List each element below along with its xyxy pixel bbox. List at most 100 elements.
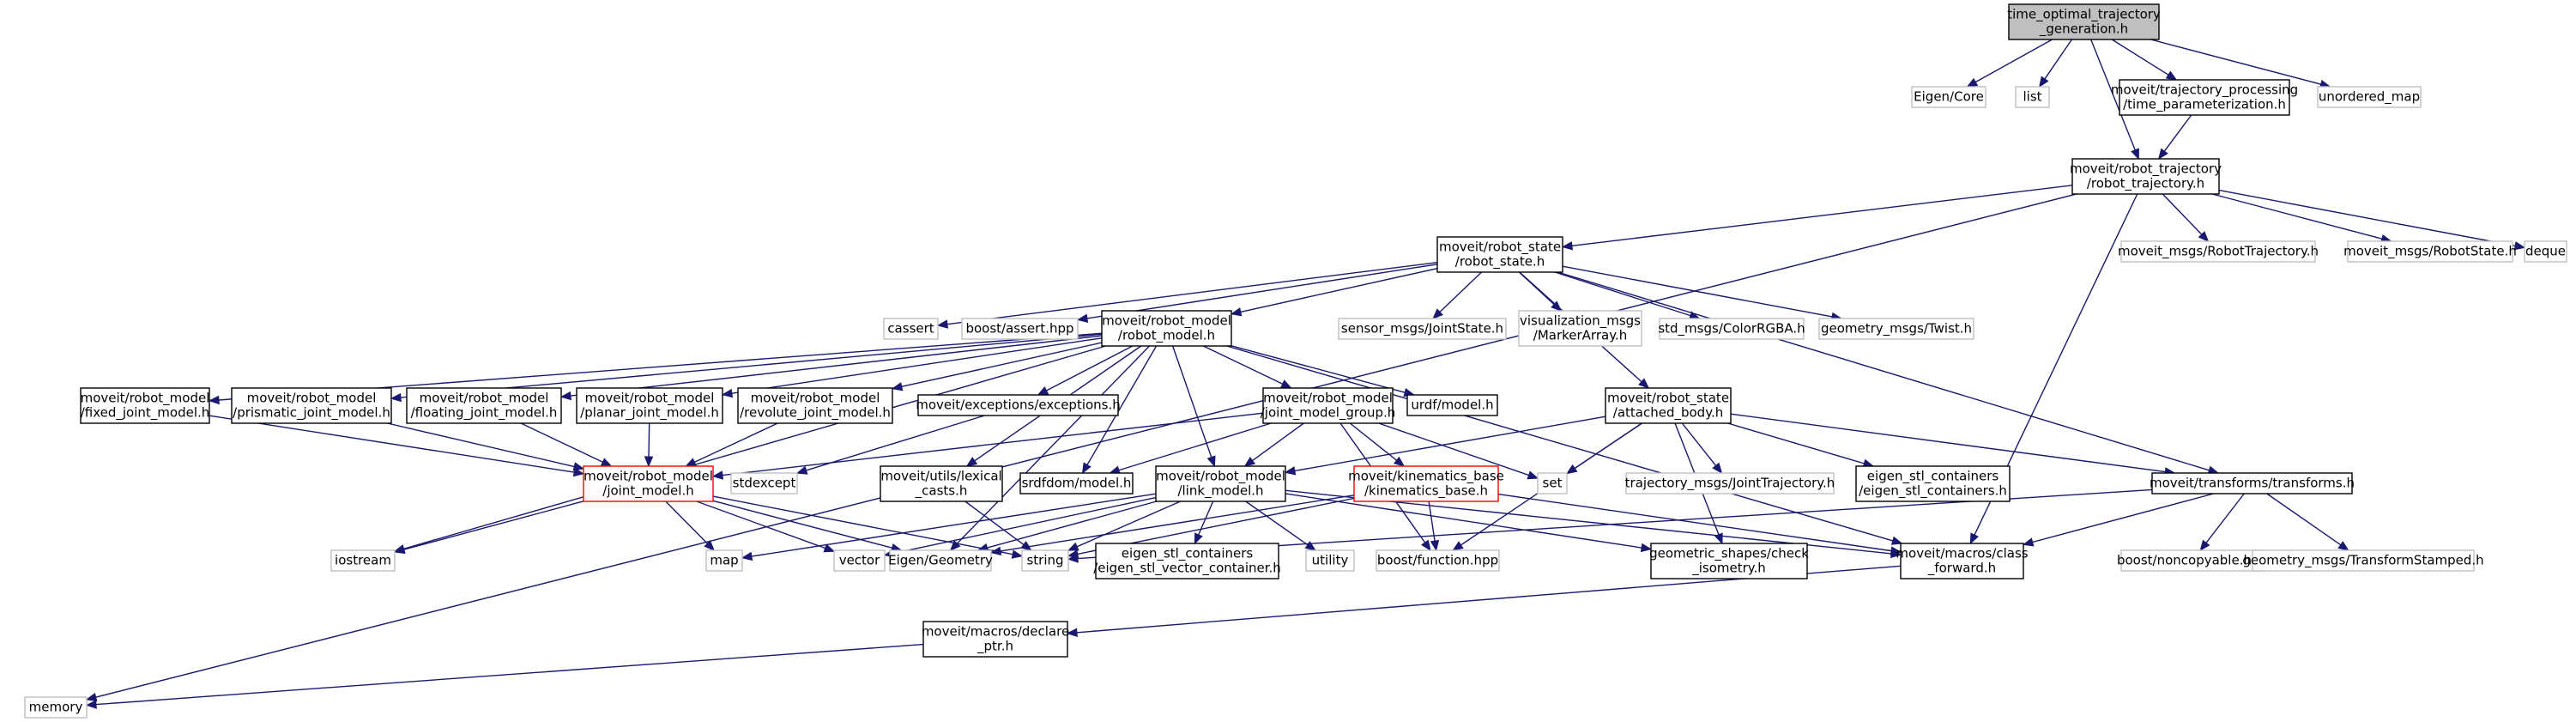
node-label: cassert xyxy=(887,321,934,337)
edge-line xyxy=(2218,189,2516,247)
arrow-head xyxy=(1452,541,1464,551)
arrow-head xyxy=(1432,308,1443,319)
node-box xyxy=(1338,318,1507,340)
node-lexical_casts[interactable]: moveit/utils/lexical_casts.h xyxy=(880,465,1003,502)
arrow-head xyxy=(795,465,808,475)
edge-joint_model-to-eigen_geometry xyxy=(712,500,903,553)
node-robot_state[interactable]: moveit/robot_state/robot_state.h xyxy=(1436,236,1563,273)
node-label: /time_parameterization.h xyxy=(2123,97,2286,113)
arrow-head xyxy=(1076,313,1089,323)
edge-line xyxy=(1240,267,1438,313)
node-label: map xyxy=(710,553,738,568)
node-box xyxy=(1625,472,1835,494)
arrow-head xyxy=(1966,77,1979,88)
edge-declare_ptr-to-memory xyxy=(85,643,924,709)
node-box xyxy=(2008,3,2160,40)
node-root[interactable]: time_optimal_trajectory_generation.h xyxy=(2007,3,2161,40)
edge-line xyxy=(1439,271,1483,312)
node-eigen_stl_containers[interactable]: eigen_stl_containers/eigen_stl_container… xyxy=(1855,465,2011,502)
edge-link_model-to-utility xyxy=(1245,501,1316,551)
node-label: vector xyxy=(839,553,880,568)
edge-time_param-to-robot_traj xyxy=(2157,114,2192,161)
node-eigen_stl_vector[interactable]: eigen_stl_containers/eigen_stl_vector_co… xyxy=(1093,543,1281,579)
arrow-head xyxy=(1393,456,1406,467)
node-attached_body[interactable]: moveit/robot_state/attached_body.h xyxy=(1605,387,1732,424)
node-label: iostream xyxy=(335,553,391,568)
edge-line xyxy=(1285,493,1642,549)
edge-transforms-to-boost_noncopyable xyxy=(2199,493,2245,552)
node-label: moveit/robot_model xyxy=(247,391,377,407)
node-box xyxy=(1650,543,1808,579)
node-sensor_joint: sensor_msgs/JointState.h xyxy=(1338,318,1507,340)
edge-line xyxy=(2150,39,2321,85)
node-joint_model_group[interactable]: moveit/robot_model/joint_model_group.h xyxy=(1261,387,1396,424)
edge-line xyxy=(1681,422,1717,466)
arrow-head xyxy=(2157,148,2168,161)
edge-link_model-to-eigen_geometry xyxy=(977,501,1157,553)
node-box xyxy=(922,621,1068,658)
node-label: time_optimal_trajectory xyxy=(2007,7,2161,23)
node-box xyxy=(880,465,1003,502)
node-link_model[interactable]: moveit/robot_model/link_model.h xyxy=(1155,465,1286,502)
edge-floating_joint-to-joint_model xyxy=(520,422,613,467)
node-kinematics_base[interactable]: moveit/kinematics_base/kinematics_base.h xyxy=(1348,465,1504,502)
node-planar_joint[interactable]: moveit/robot_model/planar_joint_model.h xyxy=(576,387,723,424)
node-floating_joint[interactable]: moveit/robot_model/floating_joint_model.… xyxy=(406,387,562,424)
node-class_forward[interactable]: moveit/macros/class_forward.h xyxy=(1896,543,2029,579)
node-robot_model[interactable]: moveit/robot_model/robot_model.h xyxy=(1101,310,1232,347)
arrow-head xyxy=(704,540,716,551)
arrow-head xyxy=(1284,466,1297,476)
arrow-head xyxy=(600,458,613,467)
node-fixed_joint[interactable]: moveit/robot_model/fixed_joint_model.h xyxy=(80,387,210,424)
node-exceptions[interactable]: moveit/exceptions/exceptions.h xyxy=(916,394,1121,416)
node-robot_traj[interactable]: moveit/robot_trajectory/robot_trajectory… xyxy=(2070,158,2222,195)
node-box xyxy=(1019,472,1134,494)
node-prismatic_joint[interactable]: moveit/robot_model/prismatic_joint_model… xyxy=(231,387,392,424)
node-time_param[interactable]: moveit/trajectory_processing/time_parame… xyxy=(2111,79,2298,116)
node-box xyxy=(1818,318,1974,340)
node-box xyxy=(737,387,893,424)
node-label: sensor_msgs/JointState.h xyxy=(1341,321,1503,337)
node-box xyxy=(1262,387,1394,424)
edge-line xyxy=(693,422,778,463)
node-joint_model[interactable]: moveit/robot_model/joint_model.h xyxy=(583,465,714,502)
edge-line xyxy=(2044,39,2073,80)
edge-attached_body-to-link_model xyxy=(1284,416,1606,476)
arrow-head xyxy=(891,382,904,391)
edge-line xyxy=(2163,114,2192,152)
edge-line xyxy=(1730,413,2166,473)
node-label: geometry_msgs/Twist.h xyxy=(1821,321,1972,337)
arrow-head xyxy=(1243,456,1256,467)
edge-line xyxy=(722,412,1264,476)
node-label: /planar_joint_model.h xyxy=(580,405,719,422)
edge-robot_model-to-floating_joint xyxy=(559,335,1103,401)
arrow-head xyxy=(1561,241,1574,251)
edge-line xyxy=(2111,39,2169,76)
node-box xyxy=(2317,86,2422,108)
arrow-head xyxy=(1890,546,1902,555)
edge-line xyxy=(1076,501,1181,548)
edge-line xyxy=(1497,493,1892,552)
edge-robot_state-to-transforms xyxy=(1557,271,2220,475)
node-label: /attached_body.h xyxy=(1613,405,1723,422)
edge-line xyxy=(751,493,1157,557)
node-box xyxy=(730,472,798,494)
node-srdfdom_model[interactable]: srdfdom/model.h xyxy=(1019,472,1134,494)
arrow-head xyxy=(685,458,697,467)
edge-line xyxy=(95,193,2077,698)
node-transforms[interactable]: moveit/transforms/transforms.h xyxy=(2150,472,2355,494)
node-declare_ptr[interactable]: moveit/macros/declare_ptr.h xyxy=(922,621,1069,658)
node-urdf_model[interactable]: urdf/model.h xyxy=(1406,394,1498,416)
node-label: moveit/trajectory_processing xyxy=(2111,82,2298,99)
node-label: /robot_model.h xyxy=(1118,328,1215,344)
node-label: moveit/kinematics_base xyxy=(1348,469,1504,485)
arrow-head xyxy=(2165,70,2178,81)
node-revolute_joint[interactable]: moveit/robot_model/revolute_joint_model.… xyxy=(737,387,893,424)
node-boost_assert: boost/assert.hpp xyxy=(961,318,1079,340)
node-box xyxy=(889,549,992,572)
node-check_isometry[interactable]: geometric_shapes/check_isometry.h xyxy=(1649,543,1809,579)
edge-line xyxy=(712,495,1013,555)
node-boost_function: boost/function.hpp xyxy=(1376,549,1500,572)
edge-line xyxy=(696,501,825,549)
node-iostream: iostream xyxy=(330,549,396,572)
